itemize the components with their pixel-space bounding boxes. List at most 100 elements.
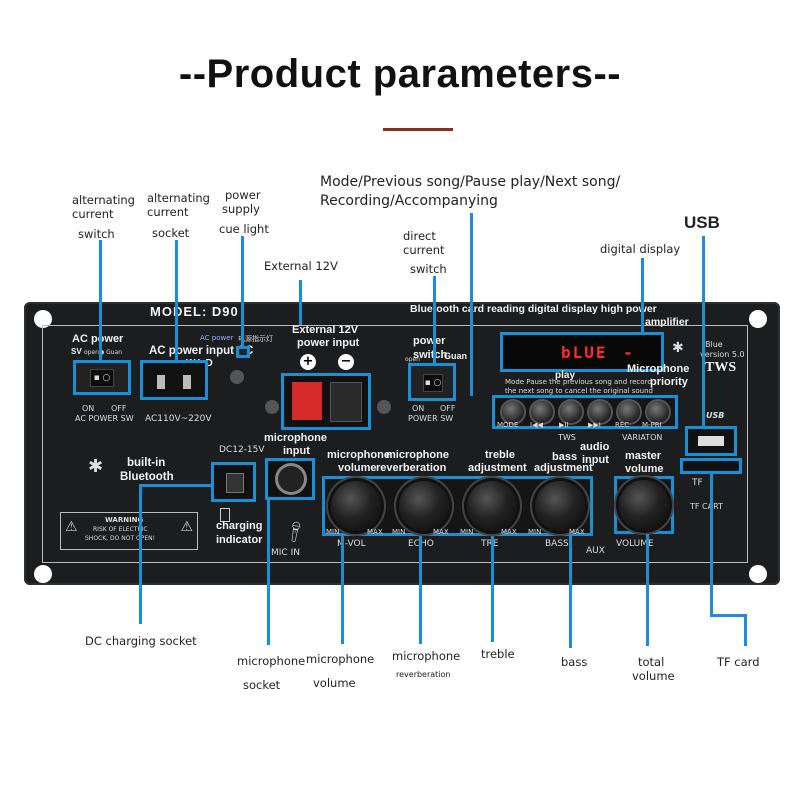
callout-digital-display: digital display [600,242,681,256]
knob-max-label: MAX [367,528,383,536]
callout-mic-reverb-2: reverberation [396,670,451,679]
power-cue-light [236,346,250,358]
callout-mic-reverb-1: microphone [392,649,461,663]
warning-icon: ⚠ [65,519,78,535]
connector-line [710,474,713,616]
callout-mode-2: Recording/Accompanying [320,193,498,209]
power-sw-label: POWER SW [408,414,454,423]
external-12v-terminal[interactable] [281,373,371,430]
connector-line [491,536,494,642]
charging-indicator-light [220,508,230,522]
callout-power-cue-3: cue light [219,222,269,236]
mode-button[interactable] [502,401,524,423]
digital-display: bLUE - [500,332,664,372]
btn-label-next: ▶▶I [588,421,601,429]
mic-reverb-knob[interactable] [399,481,449,531]
callout-bass: bass [561,655,588,669]
connector-line [175,240,178,362]
tf-card-slot[interactable] [680,458,742,474]
title-underline [383,128,453,131]
connector-line [139,484,211,487]
knob-max-label: MAX [569,528,585,536]
black-terminal[interactable] [330,382,362,422]
connector-line [241,236,244,346]
mic-input-label-1: microphone [264,432,327,444]
screw [230,370,244,384]
usb-slot [698,436,724,446]
callout-dc-charging: DC charging socket [85,634,197,648]
screw [265,400,279,414]
usb-badge: USB [706,411,725,420]
callout-ac-socket-3: socket [152,226,190,240]
bass-knob[interactable] [535,481,585,531]
mic-input-label-2: input [283,445,310,457]
builtin-label-2: Bluetooth [120,471,174,483]
panel-inner-frame [42,325,748,563]
dc-power-switch[interactable]: ▪ ○ [408,363,456,401]
master-label-1: master [625,450,662,462]
callout-ac-switch-3: switch [78,227,115,241]
next-button[interactable] [589,401,611,423]
mount-hole [749,310,767,328]
mic-jack [278,466,304,492]
connector-line [569,536,572,648]
ac-socket[interactable] [140,360,208,400]
mic-vol-label-1: microphone [327,449,390,461]
tf-cart-label: TF CART [690,502,723,511]
red-terminal[interactable] [292,382,322,420]
knob-min-label: MIN [460,528,474,536]
bt-blue-label: Blue [705,340,723,349]
play-label: play [555,370,576,381]
treble-label-1: treble [485,449,515,461]
rec-button[interactable] [618,401,640,423]
ac-pin [183,375,191,389]
sv-open-guan: open● Guan [84,349,123,356]
mode-desc-1: Mode Pause the previous song and record [505,378,652,386]
knob-max-label: MAX [501,528,517,536]
mount-hole [34,310,52,328]
ac-power-sw-label: AC POWER SW [75,414,134,423]
treble-knob[interactable] [467,481,517,531]
usb-port[interactable] [685,426,737,456]
callout-power-cue-2: supply [222,202,260,216]
connector-line [470,213,473,396]
callout-treble: treble [481,647,515,661]
builtin-label-1: built-in [127,457,166,469]
connector-line [433,276,436,364]
callout-dc-switch-1: direct [403,229,436,243]
dc-charging-socket[interactable] [211,462,256,502]
callout-mic-socket-2: socket [243,678,281,692]
display-dash: - [623,343,635,362]
mic-priority-label-1: Microphone [627,363,690,375]
mic-volume-knob[interactable] [331,481,381,531]
mic-priority-button[interactable] [647,401,669,423]
ac-power-switch[interactable]: ▪ ○ [73,360,131,395]
microphone-socket[interactable] [265,458,315,500]
callout-ac-switch-1: alternating [72,193,135,207]
warning-line-1: RISK OF ELECTRIC [93,526,148,533]
dc-voltage-label: DC12-15V [219,445,265,455]
callout-dc-switch-2: current [403,243,445,257]
ac-power-cue-label: AC power [200,334,234,342]
btn-label-prev: I◀◀ [530,421,543,429]
connector-line [341,536,344,644]
open-label: open [405,356,420,363]
btn-label-mpri: M-PRI [642,421,662,429]
rocker-switch[interactable]: ▪ ○ [423,374,443,392]
master-volume-knob[interactable] [619,480,669,530]
knob-min-label: MIN [528,528,542,536]
callout-ac-socket-1: alternating [147,191,210,205]
ac-off-label: OFF [111,404,127,413]
dc-jack [226,473,244,493]
control-button-row [492,395,678,429]
connector-line [646,534,649,646]
guan-label: Guan [444,351,468,361]
connector-line [710,614,746,617]
btn-label-play: ▶II [559,421,569,429]
rocker-switch[interactable]: ▪ ○ [90,369,114,387]
play-pause-button[interactable] [560,401,582,423]
connector-line [267,500,270,645]
mic-in-label: MIC IN [271,548,300,558]
callout-total-volume-2: volume [632,669,675,683]
previous-button[interactable] [531,401,553,423]
